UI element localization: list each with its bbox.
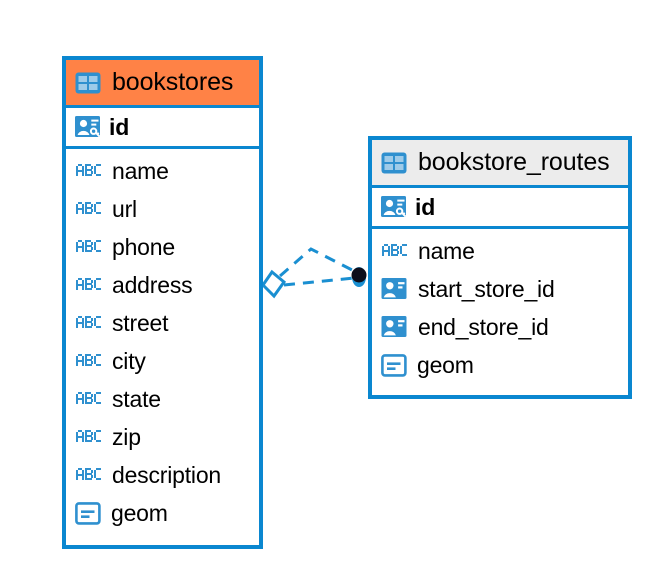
abc-text-icon	[75, 201, 102, 217]
field-label: start_store_id	[418, 275, 555, 302]
entity-header-bookstores[interactable]: bookstores	[66, 60, 259, 108]
primary-key-icon	[381, 194, 408, 221]
field-row-start-store-id[interactable]: start_store_id	[372, 270, 628, 308]
field-label: description	[112, 461, 222, 488]
geometry-icon	[75, 501, 101, 525]
table-icon	[75, 72, 101, 94]
field-row-end-store-id[interactable]: end_store_id	[372, 308, 628, 346]
field-row-url[interactable]: url	[66, 190, 259, 228]
relationship-circle-endpoint	[351, 267, 367, 287]
field-label: end_store_id	[418, 313, 549, 340]
field-label: city	[112, 347, 146, 374]
field-label: geom	[111, 499, 168, 526]
geometry-icon	[381, 353, 407, 377]
primary-key-section: id	[66, 108, 259, 149]
primary-key-icon	[75, 114, 102, 141]
entity-title: bookstore_routes	[418, 148, 610, 176]
field-label: state	[112, 385, 161, 412]
field-row-geom[interactable]: geom	[66, 494, 259, 532]
entity-bookstores[interactable]: bookstores	[62, 56, 263, 549]
abc-text-icon	[75, 429, 102, 445]
entity-title: bookstores	[112, 68, 234, 96]
field-row-phone[interactable]: phone	[66, 228, 259, 266]
field-row-name[interactable]: name	[372, 232, 628, 270]
field-label: geom	[417, 351, 474, 378]
field-label: name	[418, 237, 475, 264]
fields-section: name u	[66, 152, 259, 532]
field-row-city[interactable]: city	[66, 342, 259, 380]
fields-section: name start_store_id	[372, 232, 628, 384]
foreign-key-icon	[381, 315, 408, 339]
abc-text-icon	[75, 163, 102, 179]
field-label: url	[112, 195, 137, 222]
primary-key-section: id	[372, 188, 628, 229]
field-label: address	[112, 271, 193, 298]
field-label: id	[415, 193, 436, 220]
abc-text-icon	[75, 277, 102, 293]
field-row-name[interactable]: name	[66, 152, 259, 190]
entity-bookstore-routes[interactable]: bookstore_routes	[368, 136, 632, 399]
field-row-address[interactable]: address	[66, 266, 259, 304]
table-icon	[381, 152, 407, 174]
abc-text-icon	[75, 315, 102, 331]
entity-header-bookstore-routes[interactable]: bookstore_routes	[372, 140, 628, 188]
abc-text-icon	[75, 391, 102, 407]
field-label: name	[112, 157, 169, 184]
abc-text-icon	[75, 353, 102, 369]
field-label: zip	[112, 423, 141, 450]
field-label: street	[112, 309, 169, 336]
field-row-state[interactable]: state	[66, 380, 259, 418]
field-label: id	[109, 113, 130, 140]
abc-text-icon	[381, 243, 408, 259]
field-label: phone	[112, 233, 175, 260]
relationship-line-main	[283, 276, 355, 287]
relationship-diamond-endpoint	[261, 269, 287, 299]
field-row-description[interactable]: description	[66, 456, 259, 494]
field-row-id[interactable]: id	[372, 188, 628, 226]
field-row-geom[interactable]: geom	[372, 346, 628, 384]
field-row-zip[interactable]: zip	[66, 418, 259, 456]
relationship-line-branch	[279, 247, 357, 278]
field-row-id[interactable]: id	[66, 108, 259, 146]
field-row-street[interactable]: street	[66, 304, 259, 342]
abc-text-icon	[75, 239, 102, 255]
abc-text-icon	[75, 467, 102, 483]
foreign-key-icon	[381, 277, 408, 301]
